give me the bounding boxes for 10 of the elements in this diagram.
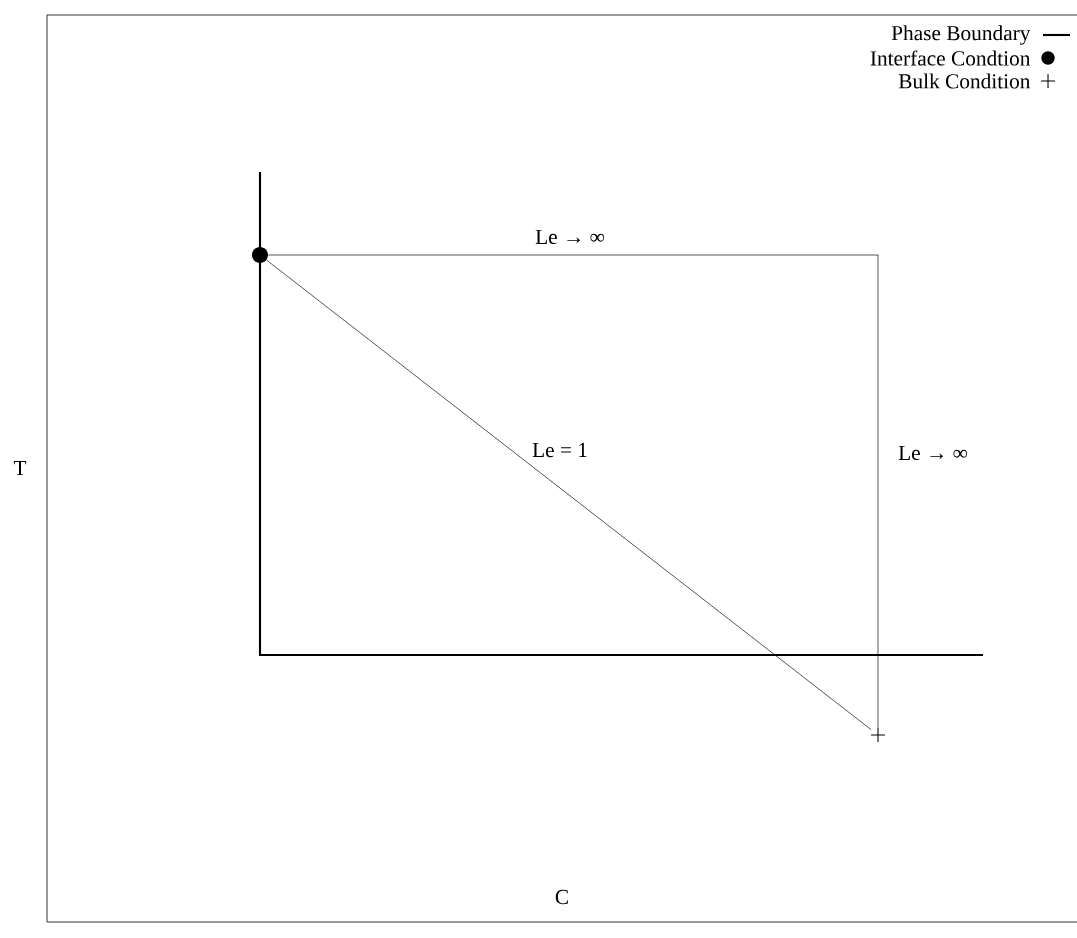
- interface-dot: [252, 247, 268, 263]
- legend-text: Bulk Condition: [898, 73, 1031, 89]
- legend-text: Interface Condtion: [870, 50, 1031, 66]
- edge-label: Le → ∞: [533, 228, 607, 246]
- axis-label: C: [553, 888, 571, 906]
- axis-label: T: [12, 459, 28, 477]
- bulk-cross: [870, 727, 886, 743]
- line-label: Le → ∞: [896, 444, 970, 462]
- legend-text: Phase Boundary: [891, 25, 1031, 45]
- edge-label: Le = 1: [530, 441, 590, 459]
